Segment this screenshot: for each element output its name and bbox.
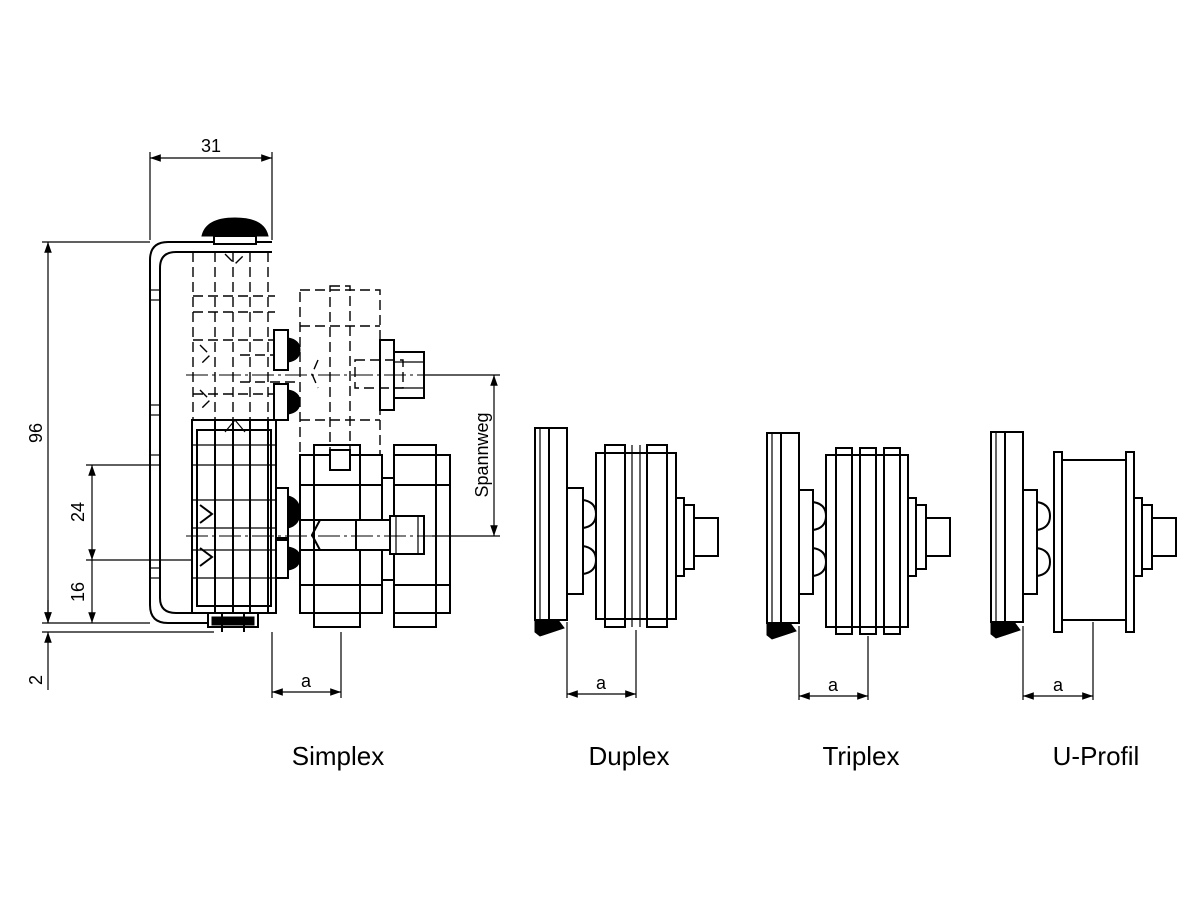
caption-duplex: Duplex	[589, 741, 670, 771]
top-screw-icon	[201, 217, 269, 245]
caption-simplex: Simplex	[292, 741, 384, 771]
mounting-bracket	[149, 241, 272, 624]
dim-a-uprofil: a	[1053, 675, 1064, 695]
dim-a-simplex: a	[301, 671, 312, 691]
lower-carrier-block	[191, 419, 277, 632]
dim-24: 24	[68, 502, 88, 522]
dim-16: 16	[68, 582, 88, 602]
dimensions: 31 96 24 16 2 Spannweg a	[26, 136, 500, 698]
lower-screws	[275, 487, 301, 579]
uprofil-view: a	[990, 431, 1177, 700]
triplex-view: a	[766, 432, 951, 700]
dim-width-31: 31	[201, 136, 221, 156]
duplex-view: a	[534, 427, 719, 698]
dim-a-triplex: a	[828, 675, 839, 695]
dim-a-duplex: a	[596, 673, 607, 693]
dim-height-96: 96	[26, 423, 46, 443]
caption-uprofil: U-Profil	[1053, 741, 1140, 771]
dim-travel-label: Spannweg	[472, 412, 492, 497]
upper-screws	[273, 329, 301, 421]
caption-triplex: Triplex	[822, 741, 899, 771]
dim-2: 2	[26, 675, 46, 685]
simplex-view	[149, 217, 451, 632]
